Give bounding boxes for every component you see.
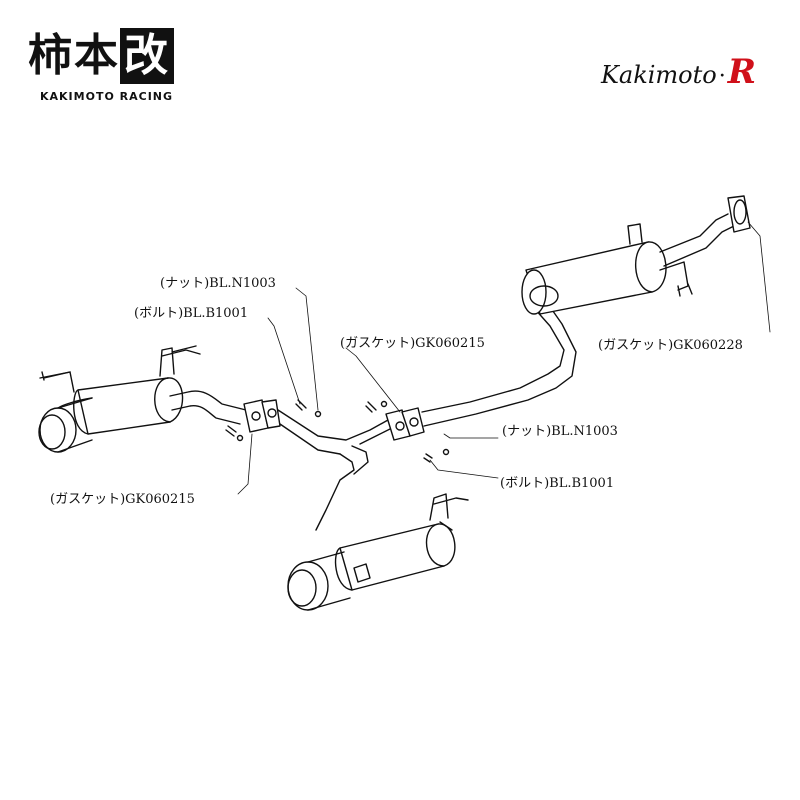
logo-r-dot: · bbox=[718, 64, 726, 89]
label-nut-right: (ナット)BL.N1003 bbox=[502, 424, 618, 439]
label-gasket-front: (ガスケット)GK060228 bbox=[598, 338, 743, 353]
logo-r-name: Kakimoto bbox=[600, 61, 717, 89]
label-nut-left: (ナット)BL.N1003 bbox=[160, 276, 276, 291]
logo-subtitle: KAKIMOTO RACING bbox=[40, 90, 174, 103]
label-bolt-left: (ボルト)BL.B1001 bbox=[134, 306, 249, 321]
front-pipe bbox=[659, 195, 751, 267]
logo-kanji-kai: 改 bbox=[120, 28, 174, 84]
kakimoto-r-logo: Kakimoto·R bbox=[601, 52, 756, 102]
left-pipe bbox=[169, 390, 247, 425]
center-y-pipe bbox=[277, 409, 393, 531]
bottom-muffler bbox=[287, 493, 469, 611]
logo-kanji-kakimoto: 柿本 bbox=[28, 30, 120, 81]
kakimoto-racing-logo: 柿本改 KAKIMOTO RACING bbox=[28, 26, 198, 116]
middle-pipe bbox=[421, 303, 577, 427]
right-muffler bbox=[521, 223, 693, 315]
left-muffler bbox=[38, 345, 201, 453]
label-gasket-center: (ガスケット)GK060215 bbox=[340, 336, 485, 351]
hardware bbox=[225, 399, 450, 463]
logo-r-letter: R bbox=[727, 52, 756, 92]
label-bolt-right: (ボルト)BL.B1001 bbox=[500, 476, 615, 491]
leader-lines bbox=[237, 221, 771, 495]
left-flange bbox=[243, 399, 281, 433]
center-flange bbox=[385, 407, 425, 441]
label-gasket-left: (ガスケット)GK060215 bbox=[50, 492, 195, 507]
